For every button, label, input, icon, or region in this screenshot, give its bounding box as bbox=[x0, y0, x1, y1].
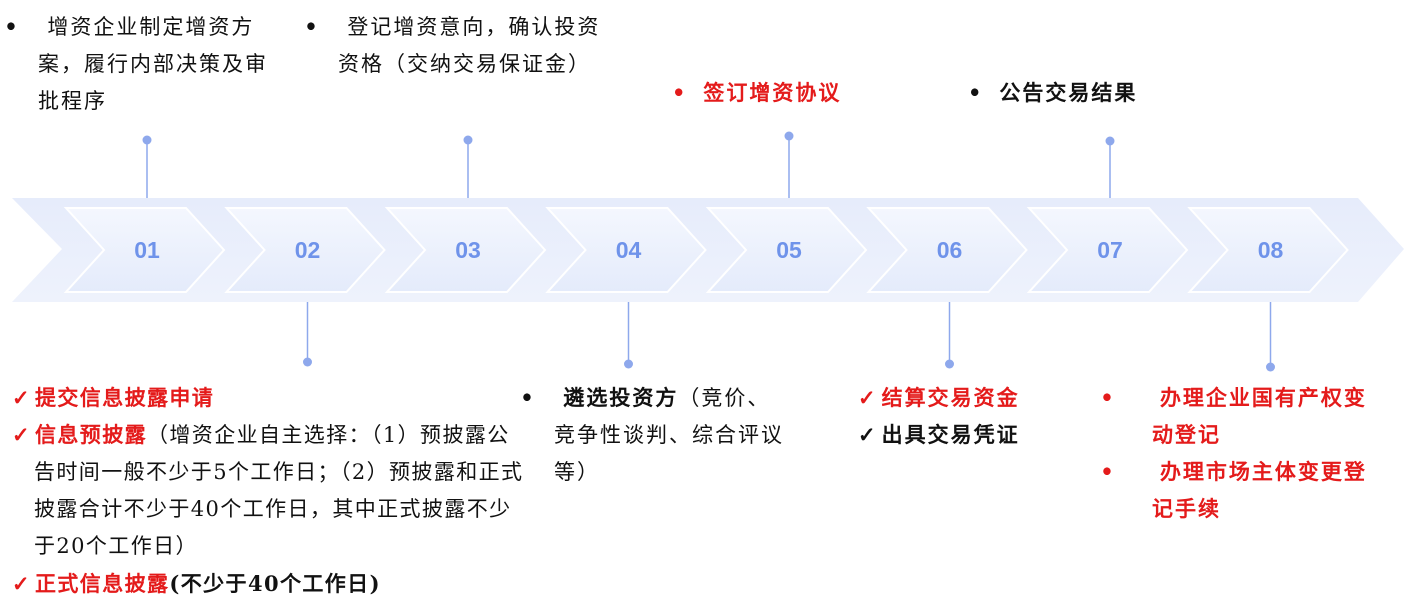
step-number-02: 02 bbox=[295, 237, 321, 263]
step-04-title: 遴选投资方 bbox=[563, 385, 679, 410]
bullet-icon: • bbox=[1100, 385, 1116, 410]
step-07-description: • 公告交易结果 bbox=[968, 74, 1208, 112]
chevron-step-05 bbox=[705, 207, 868, 293]
step-02-description: ✓提交信息披露申请 ✓信息预披露（增资企业自主选择：（1）预披露公告时间一般不少… bbox=[12, 379, 532, 603]
bullet-icon: • bbox=[304, 14, 320, 39]
step-02-item-2-title: 信息预披露 bbox=[35, 422, 147, 447]
check-icon: ✓ bbox=[12, 422, 31, 447]
check-icon: ✓ bbox=[858, 422, 878, 447]
step-number-04: 04 bbox=[616, 237, 642, 263]
step-01-description: • 增资企业制定增资方案，履行内部决策及审批程序 bbox=[4, 8, 286, 120]
connector-dot-07 bbox=[1105, 136, 1115, 146]
step-06-description: ✓结算交易资金 ✓出具交易凭证 bbox=[858, 379, 1088, 453]
step-01-text: 增资企业制定增资方案，履行内部决策及审批程序 bbox=[38, 15, 268, 113]
chevron-step-04 bbox=[545, 207, 707, 293]
step-06-item-2: 出具交易凭证 bbox=[881, 422, 1020, 447]
connector-dot-08 bbox=[1266, 362, 1275, 372]
chevron-step-02 bbox=[224, 207, 386, 293]
step-04-text: （竞价、竞争性谈判、综合评议等） bbox=[554, 386, 784, 484]
connector-dot-02 bbox=[303, 357, 312, 367]
step-07-text: 公告交易结果 bbox=[999, 80, 1138, 105]
connector-dot-04 bbox=[624, 359, 633, 369]
connector-dot-05 bbox=[784, 131, 794, 141]
bullet-icon: • bbox=[672, 80, 688, 105]
step-02-item-3-title: 正式信息披露 bbox=[35, 571, 170, 596]
step-number-01: 01 bbox=[134, 237, 160, 263]
step-number-03: 03 bbox=[455, 237, 481, 263]
step-02-item-1: 提交信息披露申请 bbox=[35, 385, 215, 410]
bullet-icon: • bbox=[968, 80, 984, 105]
step-05-text: 签订增资协议 bbox=[703, 80, 842, 105]
bullet-icon: • bbox=[4, 14, 20, 39]
step-08-description: • 办理企业国有产权变动登记 • 办理市场主体变更登记手续 bbox=[1100, 379, 1388, 527]
step-number-06: 06 bbox=[937, 237, 963, 263]
step-03-text: 登记增资意向，确认投资资格（交纳交易保证金） bbox=[338, 15, 601, 76]
chevron-step-01 bbox=[63, 207, 226, 293]
step-03-description: • 登记增资意向，确认投资资格（交纳交易保证金） bbox=[304, 8, 606, 83]
chevron-step-07 bbox=[1026, 207, 1189, 293]
step-02-item-3-text: (不少于40个工作日) bbox=[169, 571, 381, 596]
check-icon: ✓ bbox=[12, 385, 31, 410]
step-04-description: • 遴选投资方（竞价、竞争性谈判、综合评议等） bbox=[520, 379, 787, 491]
chevron-step-06 bbox=[866, 207, 1028, 293]
step-number-05: 05 bbox=[776, 237, 802, 263]
step-number-07: 07 bbox=[1097, 237, 1123, 263]
connector-dot-06 bbox=[945, 359, 954, 369]
step-08-item-1: 办理企业国有产权变动登记 bbox=[1152, 385, 1367, 447]
connector-dot-03 bbox=[463, 135, 473, 145]
connector-dot-01 bbox=[142, 135, 152, 145]
bullet-icon: • bbox=[1100, 459, 1116, 484]
bullet-icon: • bbox=[520, 385, 536, 410]
step-06-item-1: 结算交易资金 bbox=[881, 385, 1020, 410]
step-number-08: 08 bbox=[1258, 237, 1284, 263]
chevron-step-03 bbox=[384, 207, 547, 293]
check-icon: ✓ bbox=[12, 571, 31, 596]
chevron-step-08 bbox=[1187, 207, 1349, 293]
step-08-item-2: 办理市场主体变更登记手续 bbox=[1152, 459, 1367, 521]
step-05-description: • 签订增资协议 bbox=[672, 74, 912, 112]
check-icon: ✓ bbox=[858, 385, 878, 410]
step-02-item-2-text: （增资企业自主选择：（1）预披露公告时间一般不少于5个工作日；（2）预披露和正式… bbox=[34, 423, 524, 558]
